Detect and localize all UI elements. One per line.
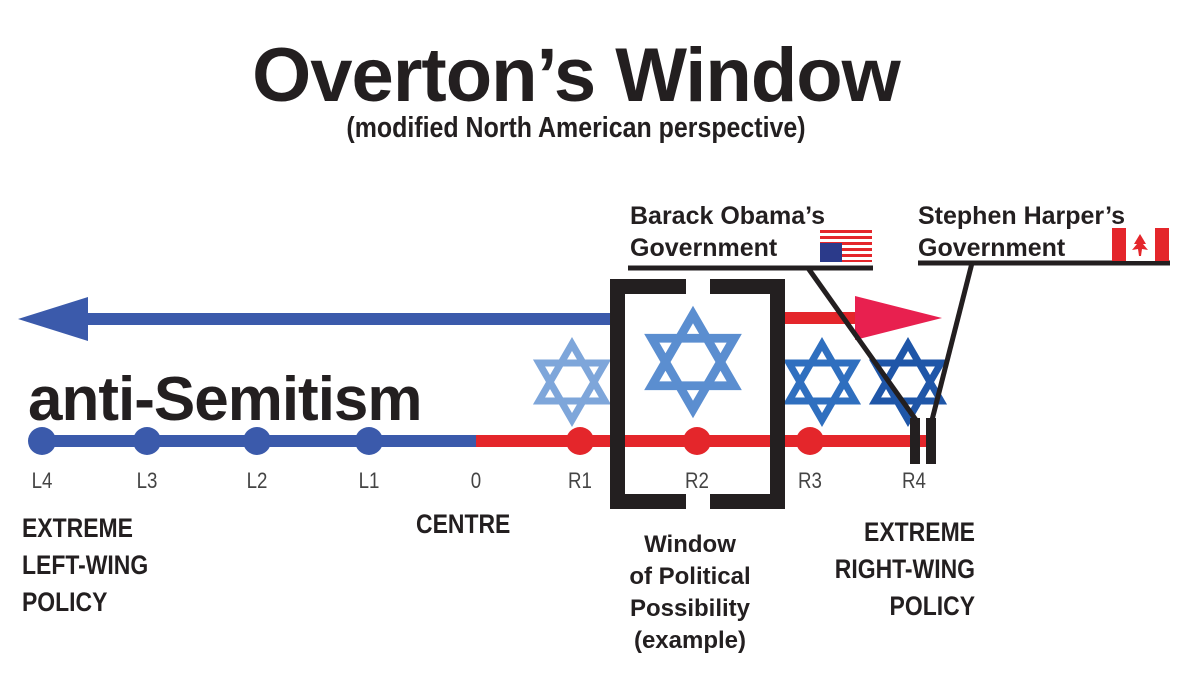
extreme-left-label: EXTREME LEFT-WING POLICY — [22, 513, 149, 617]
canada-flag-icon — [1112, 228, 1169, 261]
extreme-right-label: EXTREME RIGHT-WING POLICY — [834, 517, 975, 621]
window-label: Window of Political Possibility (example… — [629, 531, 751, 654]
tick-label: L2 — [246, 468, 268, 493]
tick-label: L1 — [358, 468, 380, 493]
axis-dots — [28, 427, 824, 455]
left-arrow — [18, 297, 615, 341]
star-of-david-icon — [789, 344, 855, 420]
tick-label: R3 — [798, 468, 822, 493]
tick-label: R4 — [902, 468, 926, 493]
centre-label: CENTRE — [416, 509, 511, 539]
window-bracket — [610, 279, 785, 509]
tick-label: R2 — [685, 468, 709, 493]
harper-government-label: Stephen Harper’s Government — [918, 202, 1126, 262]
obama-government-label: Barack Obama’s Government — [630, 202, 826, 262]
anti-semitism-label: anti-Semitism — [28, 365, 423, 434]
right-arrow — [780, 296, 942, 340]
us-flag-icon — [820, 230, 872, 262]
star-of-david-icon — [652, 315, 735, 410]
page-subtitle: (modified North American perspective) — [346, 112, 806, 144]
tick-label: L3 — [136, 468, 158, 493]
government-pointers — [628, 260, 1170, 422]
tick-label: 0 — [470, 468, 482, 493]
tick-label: L4 — [31, 468, 53, 493]
tick-label: R1 — [568, 468, 592, 493]
star-of-david-icon — [539, 344, 605, 420]
page-title: Overton’s Window — [252, 33, 901, 118]
r4-marker — [910, 418, 936, 464]
